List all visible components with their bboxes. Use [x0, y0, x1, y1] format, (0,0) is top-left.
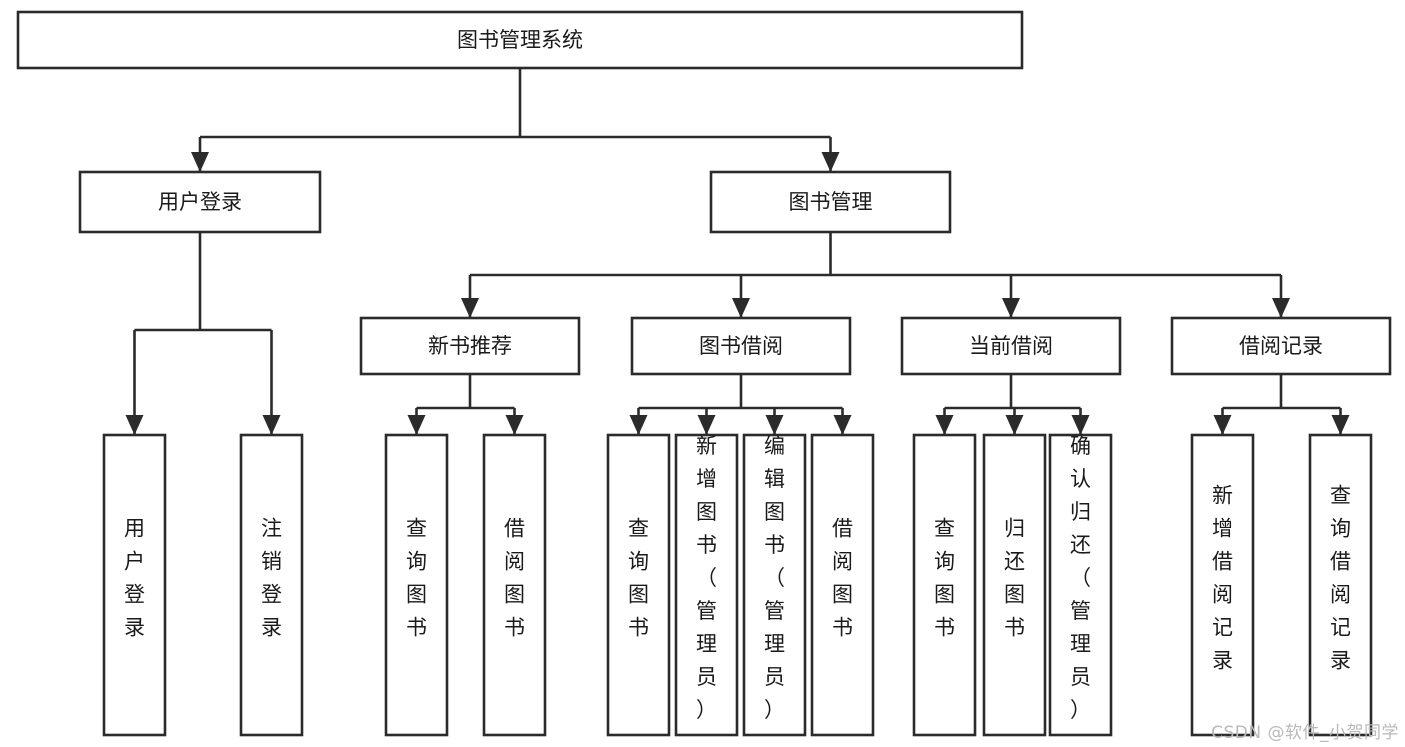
node-new-book-recommend[interactable]: 新书推荐: [359, 316, 581, 376]
connector-layer: [125, 68, 1350, 435]
node-leaf-logout[interactable]: 注销登录: [239, 433, 304, 737]
arrow-head-icon-leaf-query-book-borrow: [629, 415, 648, 435]
arrow-head-icon-leaf-edit-book-admin: [765, 415, 784, 435]
node-current-borrow[interactable]: 当前借阅: [900, 316, 1122, 376]
node-box-leaf-query-book-current[interactable]: [912, 433, 977, 737]
node-label-leaf-logout: 注销登录: [261, 517, 282, 640]
arrow-head-icon-book-management: [821, 152, 840, 172]
node-leaf-query-borrow-record[interactable]: 查询借阅记录: [1308, 433, 1373, 737]
node-leaf-confirm-return-admin[interactable]: 确认归还（管理员）: [1048, 433, 1113, 737]
node-label-book-management: 图书管理: [789, 190, 873, 214]
node-label-leaf-borrow-book: 借阅图书: [832, 517, 853, 640]
node-label-book-borrow: 图书借阅: [699, 334, 783, 358]
arrow-head-icon-borrow-records: [1272, 298, 1290, 318]
arrow-head-icon-leaf-query-borrow-record: [1331, 415, 1350, 435]
node-box-book-management[interactable]: [709, 170, 952, 234]
node-leaf-add-borrow-record[interactable]: 新增借阅记录: [1190, 433, 1255, 737]
node-box-leaf-query-book-recommend[interactable]: [384, 433, 449, 737]
csdn-watermark: CSDN @软件_小贺同学: [1211, 723, 1399, 743]
arrow-head-icon-book-borrow: [732, 298, 750, 318]
node-root[interactable]: 图书管理系统: [16, 10, 1024, 70]
node-leaf-borrow-book-recommend[interactable]: 借阅图书: [482, 433, 547, 737]
arrow-head-icon-leaf-query-book-current: [935, 415, 954, 435]
node-box-layer: 图书管理系统用户登录图书管理新书推荐图书借阅当前借阅借阅记录用户登录注销登录查询…: [16, 10, 1392, 737]
node-box-new-book-recommend[interactable]: [359, 316, 581, 376]
node-label-leaf-confirm-return-admin: 确认归还（管理员）: [1070, 434, 1091, 722]
node-leaf-add-book-admin[interactable]: 新增图书（管理员）: [674, 433, 739, 737]
node-label-leaf-query-book-current: 查询图书: [934, 517, 955, 640]
node-label-root: 图书管理系统: [457, 28, 583, 52]
arrow-head-icon-leaf-confirm-return-admin: [1071, 415, 1090, 435]
node-label-leaf-edit-book-admin: 编辑图书（管理员）: [764, 434, 785, 722]
node-box-leaf-query-book-borrow[interactable]: [606, 433, 671, 737]
node-box-leaf-borrow-book-recommend[interactable]: [482, 433, 547, 737]
node-label-leaf-add-book-admin: 新增图书（管理员）: [696, 434, 717, 722]
node-label-leaf-user-login: 用户登录: [124, 517, 145, 640]
node-box-user-login[interactable]: [78, 170, 322, 234]
node-label-current-borrow: 当前借阅: [969, 334, 1053, 358]
node-box-root[interactable]: [16, 10, 1024, 70]
node-leaf-user-login[interactable]: 用户登录: [102, 433, 167, 737]
node-box-leaf-query-borrow-record[interactable]: [1308, 433, 1373, 737]
arrow-head-icon-user-login: [191, 152, 209, 172]
node-label-user-login: 用户登录: [158, 190, 242, 214]
node-box-leaf-logout[interactable]: [239, 433, 304, 737]
node-label-leaf-query-book-borrow: 查询图书: [628, 517, 649, 640]
node-label-leaf-query-borrow-record: 查询借阅记录: [1330, 484, 1351, 673]
node-box-leaf-user-login[interactable]: [102, 433, 167, 737]
node-box-leaf-edit-book-admin[interactable]: [742, 433, 807, 737]
arrow-head-icon-leaf-borrow-book: [833, 415, 852, 435]
arrow-head-icon-leaf-logout: [262, 415, 281, 435]
node-box-leaf-borrow-book[interactable]: [810, 433, 875, 737]
node-leaf-query-book-recommend[interactable]: 查询图书: [384, 433, 449, 737]
arrow-head-icon-current-borrow: [1002, 298, 1020, 318]
node-leaf-borrow-book[interactable]: 借阅图书: [810, 433, 875, 737]
node-label-leaf-add-borrow-record: 新增借阅记录: [1212, 484, 1233, 673]
node-box-leaf-return-book[interactable]: [982, 433, 1047, 737]
node-leaf-query-book-current[interactable]: 查询图书: [912, 433, 977, 737]
node-book-management[interactable]: 图书管理: [709, 170, 952, 234]
node-box-book-borrow[interactable]: [630, 316, 852, 376]
arrow-head-icon-new-book-recommend: [461, 298, 479, 318]
node-box-leaf-add-borrow-record[interactable]: [1190, 433, 1255, 737]
arrow-head-icon-leaf-add-book-admin: [697, 415, 716, 435]
arrow-head-icon-leaf-query-book-recommend: [407, 415, 426, 435]
arrow-head-icon-leaf-add-borrow-record: [1213, 415, 1232, 435]
node-leaf-return-book[interactable]: 归还图书: [982, 433, 1047, 737]
node-box-leaf-add-book-admin[interactable]: [674, 433, 739, 737]
node-label-leaf-return-book: 归还图书: [1004, 517, 1025, 640]
arrow-head-icon-leaf-return-book: [1005, 415, 1024, 435]
node-label-borrow-records: 借阅记录: [1239, 334, 1323, 358]
node-borrow-records[interactable]: 借阅记录: [1170, 316, 1392, 376]
node-box-current-borrow[interactable]: [900, 316, 1122, 376]
node-leaf-query-book-borrow[interactable]: 查询图书: [606, 433, 671, 737]
node-box-borrow-records[interactable]: [1170, 316, 1392, 376]
arrow-head-icon-leaf-borrow-book-recommend: [505, 415, 524, 435]
node-label-new-book-recommend: 新书推荐: [428, 334, 512, 358]
node-label-leaf-query-book-recommend: 查询图书: [406, 517, 427, 640]
node-label-leaf-borrow-book-recommend: 借阅图书: [504, 517, 525, 640]
node-box-leaf-confirm-return-admin[interactable]: [1048, 433, 1113, 737]
node-user-login[interactable]: 用户登录: [78, 170, 322, 234]
node-leaf-edit-book-admin[interactable]: 编辑图书（管理员）: [742, 433, 807, 737]
node-book-borrow[interactable]: 图书借阅: [630, 316, 852, 376]
arrow-head-icon-leaf-user-login: [125, 415, 144, 435]
